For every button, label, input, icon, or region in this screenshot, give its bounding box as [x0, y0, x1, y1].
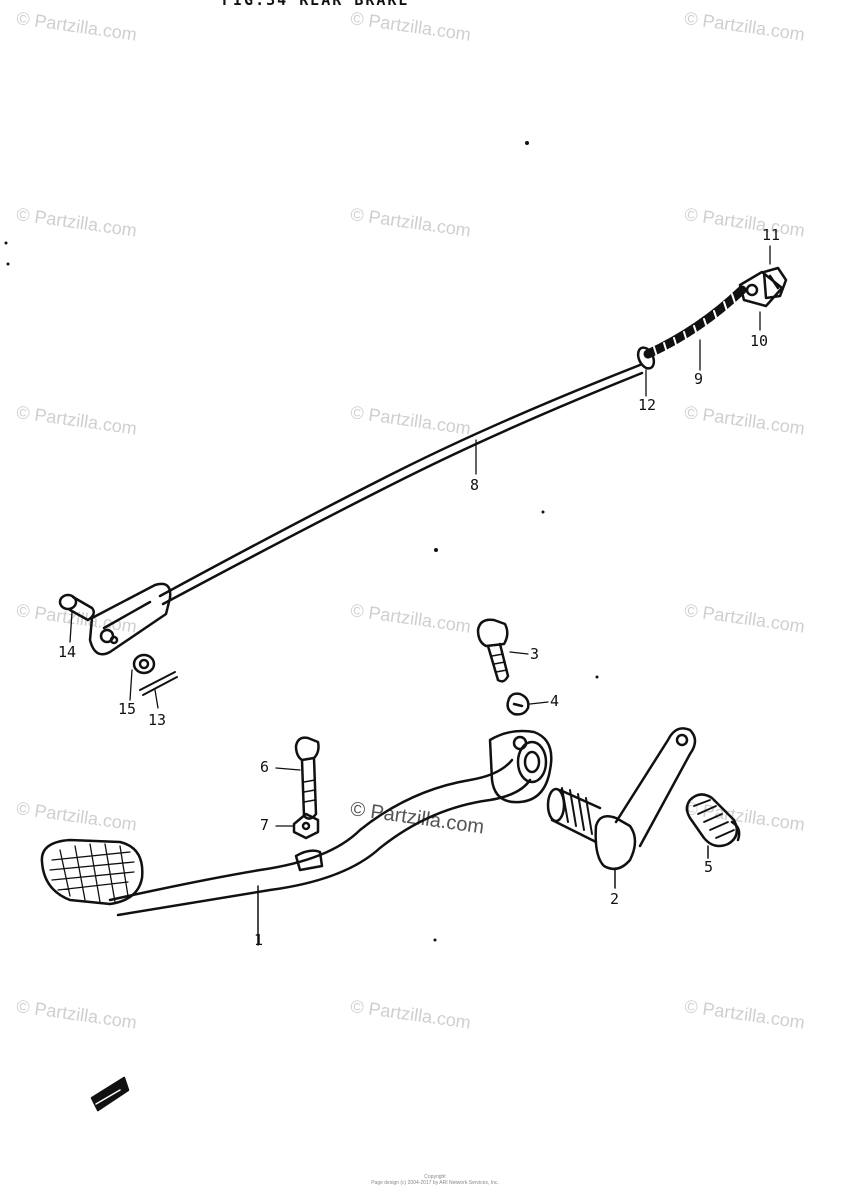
callout-1: 1 [254, 931, 264, 949]
spring-washer-12 [636, 346, 656, 370]
callout-11: 11 [762, 226, 781, 244]
callout-5: 5 [704, 858, 714, 876]
callout-13: 13 [148, 711, 167, 729]
callout-4: 4 [550, 692, 560, 710]
callout-7: 7 [260, 816, 270, 834]
callout-15: 15 [118, 700, 137, 718]
callout-6: 6 [260, 758, 270, 776]
callout-2: 2 [610, 890, 620, 908]
footer-line-2: Page design (c) 2004-2017 by ARI Network… [371, 1180, 499, 1186]
bolt-6 [294, 736, 320, 820]
callout-8: 8 [470, 476, 480, 494]
pivot-shaft [546, 727, 697, 889]
pedal-pad [40, 838, 144, 906]
copyright-footer: Copyright Page design (c) 2004-2017 by A… [350, 1174, 520, 1186]
rod-clevis [88, 582, 172, 656]
callout-12: 12 [638, 396, 657, 414]
bolt-3 [476, 618, 510, 683]
front-arrow-marker [90, 1076, 130, 1112]
cotter-pin [139, 671, 178, 696]
callout-10: 10 [750, 332, 769, 350]
washer-4 [506, 692, 530, 716]
brake-rod [158, 363, 644, 606]
nut-7 [292, 812, 320, 840]
return-spring [685, 793, 741, 859]
callout-9: 9 [694, 370, 704, 388]
callout-3: 3 [530, 645, 540, 663]
leader-lines [69, 245, 771, 827]
callout-14: 14 [58, 643, 77, 661]
washer-15 [132, 653, 156, 675]
adjuster-nut [762, 266, 788, 300]
figure-title: FIG.34 REAR BRAKE [222, 0, 410, 9]
brake-pedal [108, 729, 553, 946]
clevis-pin [58, 593, 96, 622]
rod-spring [643, 285, 747, 361]
scan-specks [4, 141, 599, 942]
footer-line-1: Copyright [424, 1174, 446, 1180]
joint-10 [738, 270, 784, 308]
